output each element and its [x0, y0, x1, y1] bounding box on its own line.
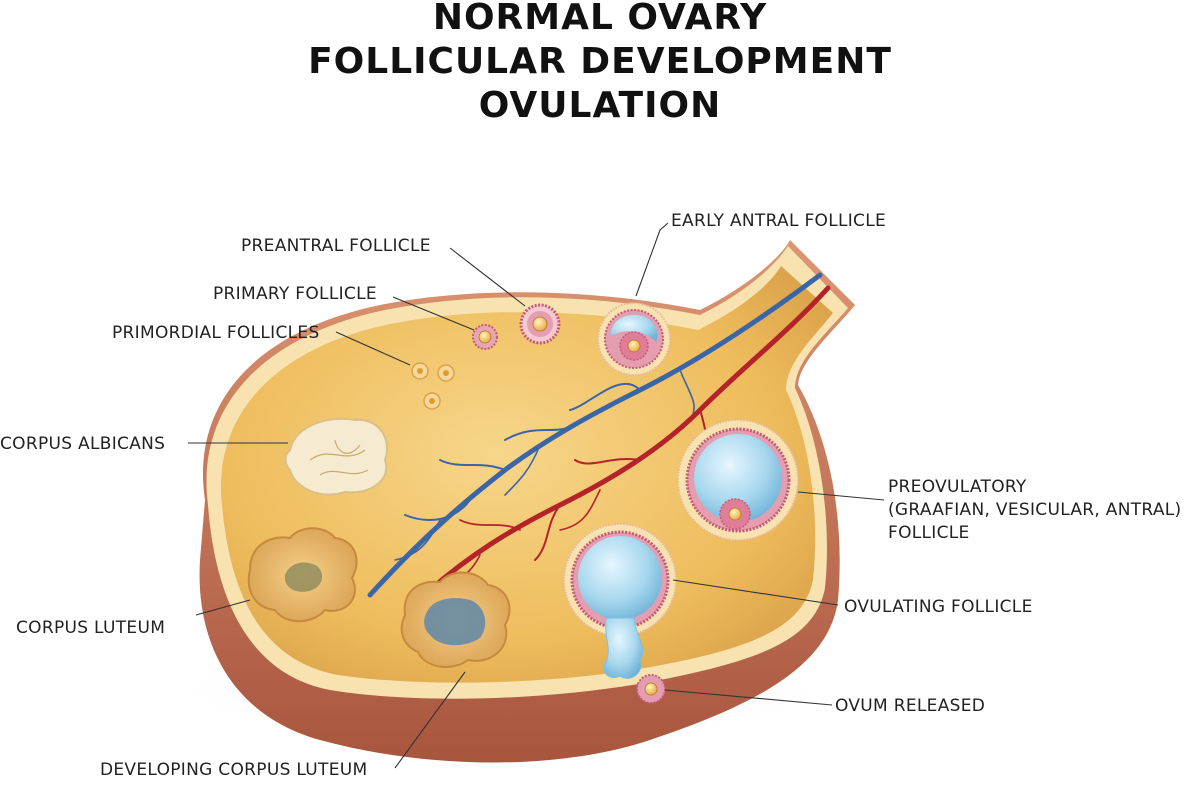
label-early-antral-follicle: EARLY ANTRAL FOLLICLE	[671, 211, 886, 231]
early-antral-follicle	[597, 302, 671, 376]
title-line-3: OVULATION	[478, 85, 722, 126]
label-ovum-released: OVUM RELEASED	[835, 696, 985, 716]
vein-vessels	[367, 272, 823, 598]
leader-lines	[188, 222, 885, 769]
label-preantral-follicle: PREANTRAL FOLLICLE	[241, 236, 431, 256]
primordial-follicles	[411, 362, 455, 410]
label-corpus-albicans: CORPUS ALBICANS	[0, 434, 165, 454]
label-developing-corpus-luteum: DEVELOPING CORPUS LUTEUM	[100, 760, 367, 780]
primary-follicle	[472, 324, 498, 350]
artery-vessels	[427, 285, 831, 593]
corpus-luteum	[247, 527, 358, 623]
label-corpus-luteum: CORPUS LUTEUM	[16, 618, 165, 638]
corpus-albicans	[284, 417, 388, 496]
ovum-released	[636, 674, 666, 704]
title-line-2: FOLLICULAR DEVELOPMENT	[308, 41, 892, 82]
label-ovulating-follicle: OVULATING FOLLICLE	[844, 597, 1033, 617]
developing-corpus-luteum	[400, 571, 511, 668]
label-preovulatory-line2: (GRAAFIAN, VESICULAR, ANTRAL)	[888, 500, 1182, 520]
label-primary-follicle: PRIMARY FOLLICLE	[213, 284, 377, 304]
label-preovulatory-line1: PREOVULATORY	[888, 477, 1027, 497]
title-line-1: NORMAL OVARY	[432, 0, 768, 38]
ovulating-follicle	[563, 523, 677, 679]
label-preovulatory-line3: FOLLICLE	[888, 523, 970, 543]
preovulatory-follicle	[677, 419, 799, 541]
label-primordial-follicles: PRIMORDIAL FOLLICLES	[112, 323, 320, 343]
preantral-follicle	[519, 303, 561, 345]
